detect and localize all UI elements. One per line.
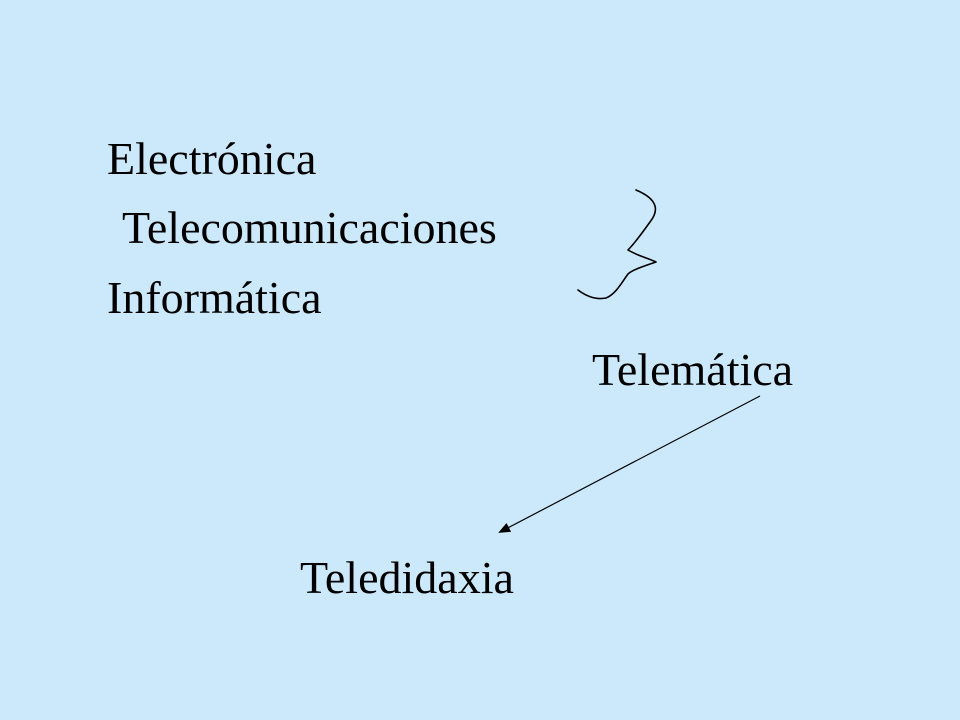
term-telematica: Telemática <box>592 344 794 395</box>
term-teledidaxia: Teledidaxia <box>300 552 514 603</box>
arrow-connector <box>498 395 761 533</box>
curly-brace-connector <box>577 189 657 300</box>
term-informatica: Informática <box>107 272 322 323</box>
term-telecomunicaciones: Telecomunicaciones <box>122 202 497 253</box>
term-electronica: Electrónica <box>107 133 317 184</box>
